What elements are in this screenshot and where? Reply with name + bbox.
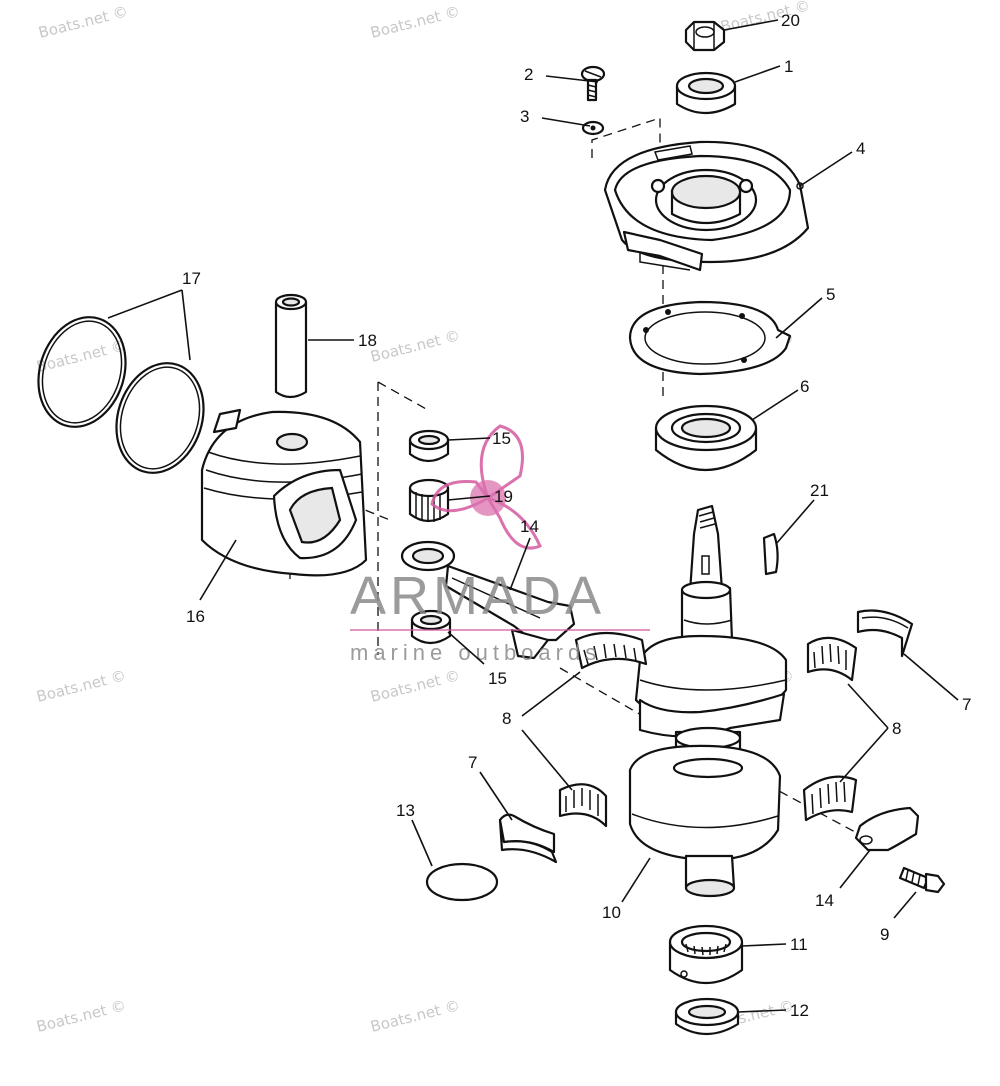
callout-6: 6 (800, 377, 809, 396)
callout-19: 19 (494, 487, 513, 506)
callout-10: 10 (602, 903, 621, 922)
callout-13: 13 (396, 801, 415, 820)
callout-1: 1 (784, 57, 793, 76)
callout-3: 3 (520, 107, 529, 126)
callout-21: 21 (810, 481, 829, 500)
propeller-icon (430, 424, 542, 550)
logo-tagline: marine outboards (350, 640, 601, 665)
part-7-race-upper-right (856, 609, 914, 658)
callout-numbers: 20 1 2 3 4 5 6 21 7 8 8 7 13 14 9 10 11 … (182, 11, 971, 1020)
callout-14-lower: 14 (815, 891, 834, 910)
part-15-thrust-washer-lower (410, 609, 452, 645)
part-9-cap-screw (898, 866, 946, 894)
part-8-bearing-upper-right (806, 636, 858, 682)
callout-8-right: 8 (892, 719, 901, 738)
callout-14-upper: 14 (520, 517, 539, 536)
leader-lines (107, 19, 959, 1013)
part-8-bearing-lower-left (558, 783, 608, 828)
callout-2: 2 (524, 65, 533, 84)
logo-wordmark: ARMADA (350, 566, 605, 626)
part-17-piston-rings (37, 316, 205, 474)
part-5-gasket (628, 300, 792, 376)
part-15-thrust-washer-upper (408, 429, 450, 463)
part-8-bearing-upper-left (574, 631, 648, 670)
callout-11: 11 (790, 935, 808, 954)
callout-5: 5 (826, 285, 835, 304)
watermark-text: Boats.net © (369, 2, 462, 42)
part-7-race-lower-left (498, 813, 558, 864)
callout-4: 4 (856, 139, 865, 158)
watermark-text: Boats.net © (369, 666, 462, 706)
part-16-piston (200, 408, 368, 577)
watermark-text: Boats.net © (35, 996, 128, 1036)
part-1-seal (675, 71, 737, 114)
callout-7-right: 7 (962, 695, 971, 714)
part-20-nut (684, 20, 726, 52)
part-13-o-ring (425, 862, 499, 902)
part-2-screw (580, 65, 606, 102)
watermark-text: Boats.net © (369, 326, 462, 366)
callout-12: 12 (790, 1001, 809, 1020)
part-6-ball-bearing (654, 404, 758, 471)
callout-9: 9 (880, 925, 889, 944)
part-14-connecting-rod (400, 540, 576, 660)
part-11-roller-bearing (668, 924, 744, 985)
callout-7-left: 7 (468, 753, 477, 772)
callout-17: 17 (182, 269, 201, 288)
callout-15-lower: 15 (488, 669, 507, 688)
callout-16: 16 (186, 607, 205, 626)
part-14-rod-cap (854, 806, 920, 852)
part-10-crankshaft (628, 504, 788, 898)
part-8-bearing-lower-right (802, 775, 858, 822)
callout-20: 20 (781, 11, 800, 30)
callout-18: 18 (358, 331, 377, 350)
part-4-upper-cover (603, 140, 810, 272)
watermark-text: Boats.net © (37, 2, 130, 42)
callout-8-left: 8 (502, 709, 511, 728)
part-18-wrist-pin (274, 293, 308, 399)
part-12-lower-seal (674, 997, 740, 1035)
part-3-lock-washer (581, 120, 605, 136)
watermark-text: Boats.net © (35, 666, 128, 706)
part-21-woodruff-key (762, 532, 779, 576)
watermark-text: Boats.net © (369, 996, 462, 1036)
callout-15-upper: 15 (492, 429, 511, 448)
armada-logo: ARMADA marine outboards (350, 424, 650, 665)
